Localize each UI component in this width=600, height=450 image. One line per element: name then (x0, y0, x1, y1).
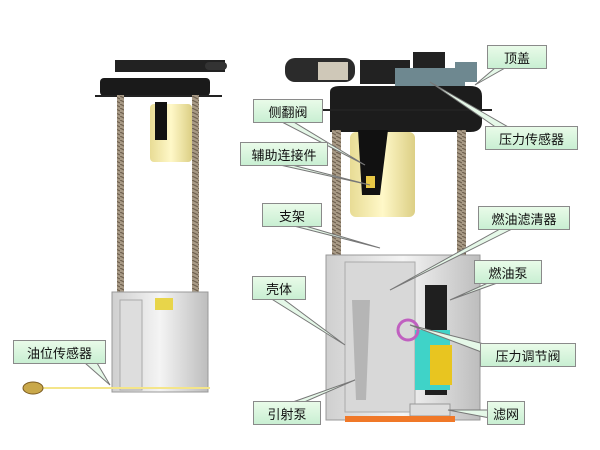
label-top-cover: 顶盖 (487, 45, 547, 69)
label-aux-connector: 辅助连接件 (240, 142, 328, 166)
label-strainer: 滤网 (487, 401, 525, 425)
label-fuel-pump: 燃油泵 (474, 260, 542, 284)
label-pressure-regulator: 压力调节阀 (480, 343, 576, 367)
left-pump-module (22, 60, 227, 395)
label-level-sensor: 油位传感器 (13, 340, 106, 364)
label-housing: 壳体 (252, 276, 306, 300)
label-pressure-sensor: 压力传感器 (485, 126, 578, 150)
label-fuel-filter: 燃油滤清器 (478, 206, 570, 230)
label-jet-pump: 引射泵 (253, 401, 321, 425)
label-rollover-valve: 侧翻阀 (253, 99, 323, 123)
label-bracket: 支架 (262, 203, 322, 227)
